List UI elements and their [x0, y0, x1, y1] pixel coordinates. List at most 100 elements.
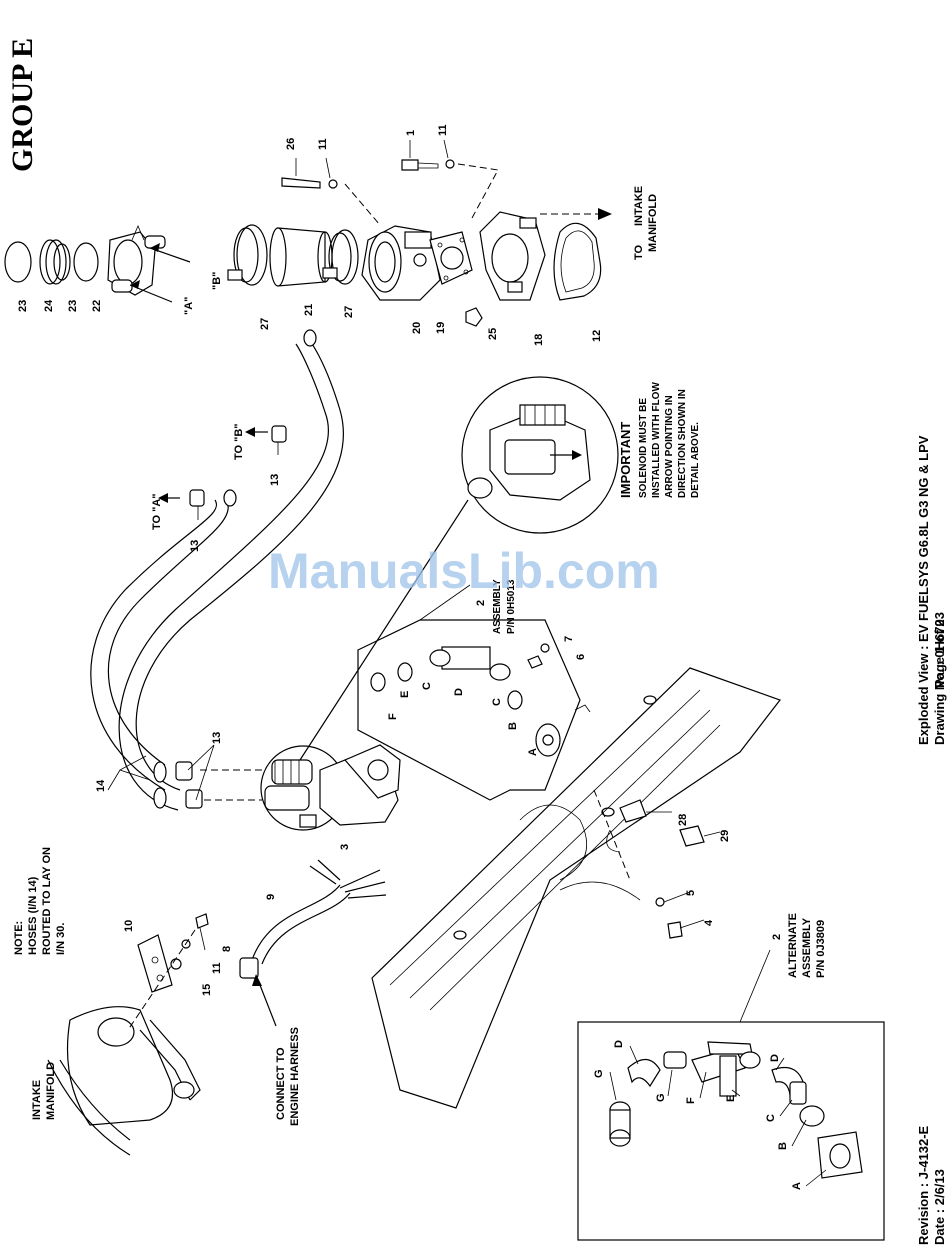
revision: Revision : J-4132-E — [916, 1125, 931, 1245]
callout-2-alt: 2 — [771, 934, 783, 940]
intake-manifold-left — [47, 913, 209, 1156]
clamp-13-d — [185, 789, 203, 809]
alt-letter-f: F — [685, 1097, 697, 1104]
alternate-line3: P/N 0J3809 — [815, 920, 827, 978]
callout-14: 14 — [95, 779, 107, 792]
alt-letter-b: B — [777, 1142, 789, 1150]
asm-letter-a: A — [527, 748, 539, 756]
callout-4: 4 — [703, 919, 715, 926]
to-a-label: TO "A" — [151, 493, 163, 530]
bolt-4 — [667, 921, 683, 939]
important-title: IMPORTANT — [618, 422, 633, 498]
o-ring-23b — [73, 242, 99, 282]
adapter-parts — [4, 159, 612, 327]
ring-24 — [39, 239, 61, 285]
revision-date: Date : 2/6/13 — [932, 1169, 947, 1245]
callout-3: 3 — [339, 844, 351, 850]
callout-11b: 11 — [437, 124, 449, 136]
callout-2-asm: 2 — [475, 600, 487, 606]
callout-13a: 13 — [189, 540, 201, 552]
assembly-2-hex — [357, 584, 591, 801]
callout-8: 8 — [221, 946, 233, 952]
to-intake-line2: INTAKE — [633, 186, 645, 226]
alternate-line1: ALTERNATE — [787, 913, 799, 978]
adapter-18 — [479, 211, 546, 301]
note-line1: NOTE: — [13, 921, 25, 955]
gasket-19 — [429, 231, 473, 285]
harness-9 — [239, 859, 387, 1027]
callout-13c: 13 — [211, 732, 223, 744]
to-intake-line1: TO — [633, 244, 645, 260]
asm-letter-d: D — [453, 688, 465, 696]
callout-24: 24 — [43, 299, 55, 312]
group-title: GROUP E — [6, 38, 39, 172]
note-line3: ROUTED TO LAY ON — [41, 847, 53, 955]
clamp-13-c — [175, 761, 193, 781]
label-28 — [619, 799, 647, 823]
callout-11c: 11 — [211, 962, 223, 974]
washer-7 — [540, 643, 550, 653]
bracket-10 — [137, 934, 173, 993]
regulator-3 — [260, 744, 401, 831]
alt-letter-e: E — [725, 1095, 737, 1102]
label-b-quoted: "B" — [211, 272, 223, 290]
label-29 — [679, 825, 705, 847]
alt-letter-d1: D — [613, 1040, 625, 1048]
callout-27a: 27 — [259, 318, 271, 330]
clamp-13-a — [189, 489, 205, 507]
page-number: Page 1 of 2 — [932, 619, 947, 688]
callout-28: 28 — [677, 814, 689, 826]
important-line2: INSTALLED WITH FLOW — [651, 382, 662, 498]
alt-letter-d2: D — [769, 1054, 781, 1062]
alt-letter-g1: G — [593, 1069, 605, 1078]
asm-letter-f: F — [387, 713, 399, 720]
view-title: Exploded View : EV FUELSYS G6.8L G3 NG &… — [916, 435, 931, 745]
washer-5 — [655, 897, 665, 907]
asm-letter-c2: C — [421, 682, 433, 690]
alt-letter-c: C — [765, 1114, 777, 1122]
callout-15: 15 — [201, 984, 213, 996]
callout-6: 6 — [575, 654, 587, 660]
to-b-label: TO "B" — [233, 423, 245, 460]
note-line2: HOSES (I/N 14) — [27, 876, 39, 955]
callout-25: 25 — [487, 328, 499, 340]
alt-letter-a: A — [791, 1182, 803, 1190]
label-a-quoted: "A" — [183, 297, 195, 315]
important-detail — [299, 376, 619, 761]
important-line3: ARROW POINTING IN — [664, 395, 675, 498]
gasket-12 — [553, 222, 602, 301]
important-line1: SOLENOID MUST BE — [638, 398, 649, 498]
clamp-13-b — [271, 425, 287, 443]
asm-letter-c1: C — [491, 698, 503, 706]
important-line5: DETAIL ABOVE. — [690, 422, 701, 498]
callout-23a: 23 — [17, 300, 29, 312]
alt-letter-g2: G — [655, 1093, 667, 1102]
callout-19: 19 — [435, 322, 447, 334]
callout-21: 21 — [303, 304, 315, 316]
callout-27b: 27 — [343, 306, 355, 318]
connect-line1: CONNECT TO — [275, 1047, 287, 1120]
alternate-assembly-parts — [609, 1041, 863, 1179]
callout-22: 22 — [91, 300, 103, 312]
clamp-27a — [236, 224, 268, 286]
bolt-1 — [401, 159, 419, 171]
drawing-number: Drawing No. : 0H6703 — [932, 612, 947, 745]
asm-letter-b: B — [507, 722, 519, 730]
callout-13b: 13 — [269, 474, 281, 486]
callout-5: 5 — [685, 890, 697, 896]
callout-9: 9 — [265, 894, 277, 900]
nut-25 — [465, 307, 483, 327]
callout-29: 29 — [719, 830, 731, 842]
callout-26: 26 — [285, 138, 297, 150]
bolt-8 — [195, 913, 209, 929]
callout-20: 20 — [411, 322, 423, 334]
washer-15 — [170, 958, 182, 970]
to-intake-line3: MANIFOLD — [647, 194, 659, 252]
callout-12: 12 — [591, 330, 603, 342]
alternate-line2: ASSEMBLY — [801, 917, 813, 978]
important-line4: DIRECTION SHOWN IN — [677, 389, 688, 498]
assembly-line2: P/N 0H5013 — [506, 579, 517, 634]
callout-11a: 11 — [317, 138, 329, 150]
nut-6 — [527, 655, 543, 669]
